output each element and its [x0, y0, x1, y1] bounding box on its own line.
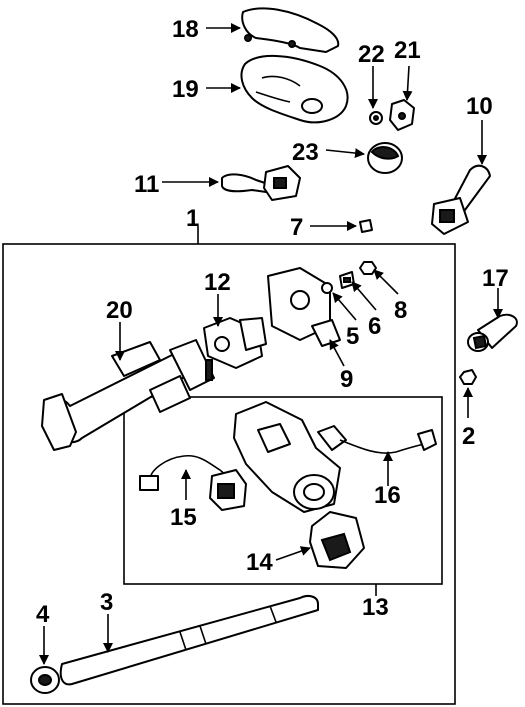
screw-small	[369, 111, 383, 125]
wiper-switch	[431, 164, 491, 235]
callout-11: 11	[134, 171, 159, 198]
callout-5: 5	[346, 323, 359, 350]
callout-14: 14	[246, 549, 273, 576]
callout-10: 10	[466, 93, 493, 120]
nut	[359, 261, 377, 275]
callout-12: 12	[204, 269, 231, 296]
washer	[321, 282, 333, 294]
upper-column-cover	[241, 7, 340, 53]
callout-7: 7	[290, 214, 303, 241]
callout-9: 9	[340, 366, 353, 393]
callout-8: 8	[394, 297, 407, 324]
lock-housing-box	[123, 396, 443, 585]
ignition-switch-harness	[317, 425, 437, 454]
callout-20: 20	[106, 297, 133, 324]
callout-1: 1	[186, 205, 199, 232]
column-bracket	[203, 317, 267, 369]
leader-lines	[39, 23, 503, 665]
callout-17: 17	[482, 265, 509, 292]
callout-21: 21	[394, 37, 421, 64]
lock-plate	[309, 511, 365, 569]
lower-column-cover	[240, 55, 349, 124]
callout-2: 2	[462, 423, 475, 450]
lock-nut	[459, 369, 477, 385]
shaft-bearing	[30, 666, 60, 694]
key-warning-switch	[139, 454, 247, 511]
callout-3: 3	[100, 589, 113, 616]
bolt	[359, 219, 373, 233]
callout-16: 16	[374, 482, 401, 509]
turn-signal-switch	[221, 165, 301, 201]
steering-lock-housing	[233, 401, 341, 513]
column-assembly-box	[2, 243, 456, 705]
callout-19: 19	[172, 76, 199, 103]
column-tube	[41, 339, 215, 451]
ignition-lock-cylinder	[467, 313, 518, 352]
lock-housing-upper	[267, 267, 341, 347]
callout-22: 22	[358, 41, 385, 68]
callout-18: 18	[172, 16, 199, 43]
callout-4: 4	[36, 601, 50, 628]
callout-23: 23	[292, 139, 319, 166]
callout-13: 13	[362, 594, 389, 621]
steering-shaft	[59, 595, 319, 686]
callout-15: 15	[170, 504, 197, 531]
spring	[339, 271, 355, 289]
callout-6: 6	[368, 313, 381, 340]
hazard-knob	[367, 142, 403, 174]
callout-labels: 18 19 22 21 10 23 11 7 1 12 20 17 8 6 5 …	[36, 16, 509, 628]
switch-clip	[389, 99, 415, 131]
